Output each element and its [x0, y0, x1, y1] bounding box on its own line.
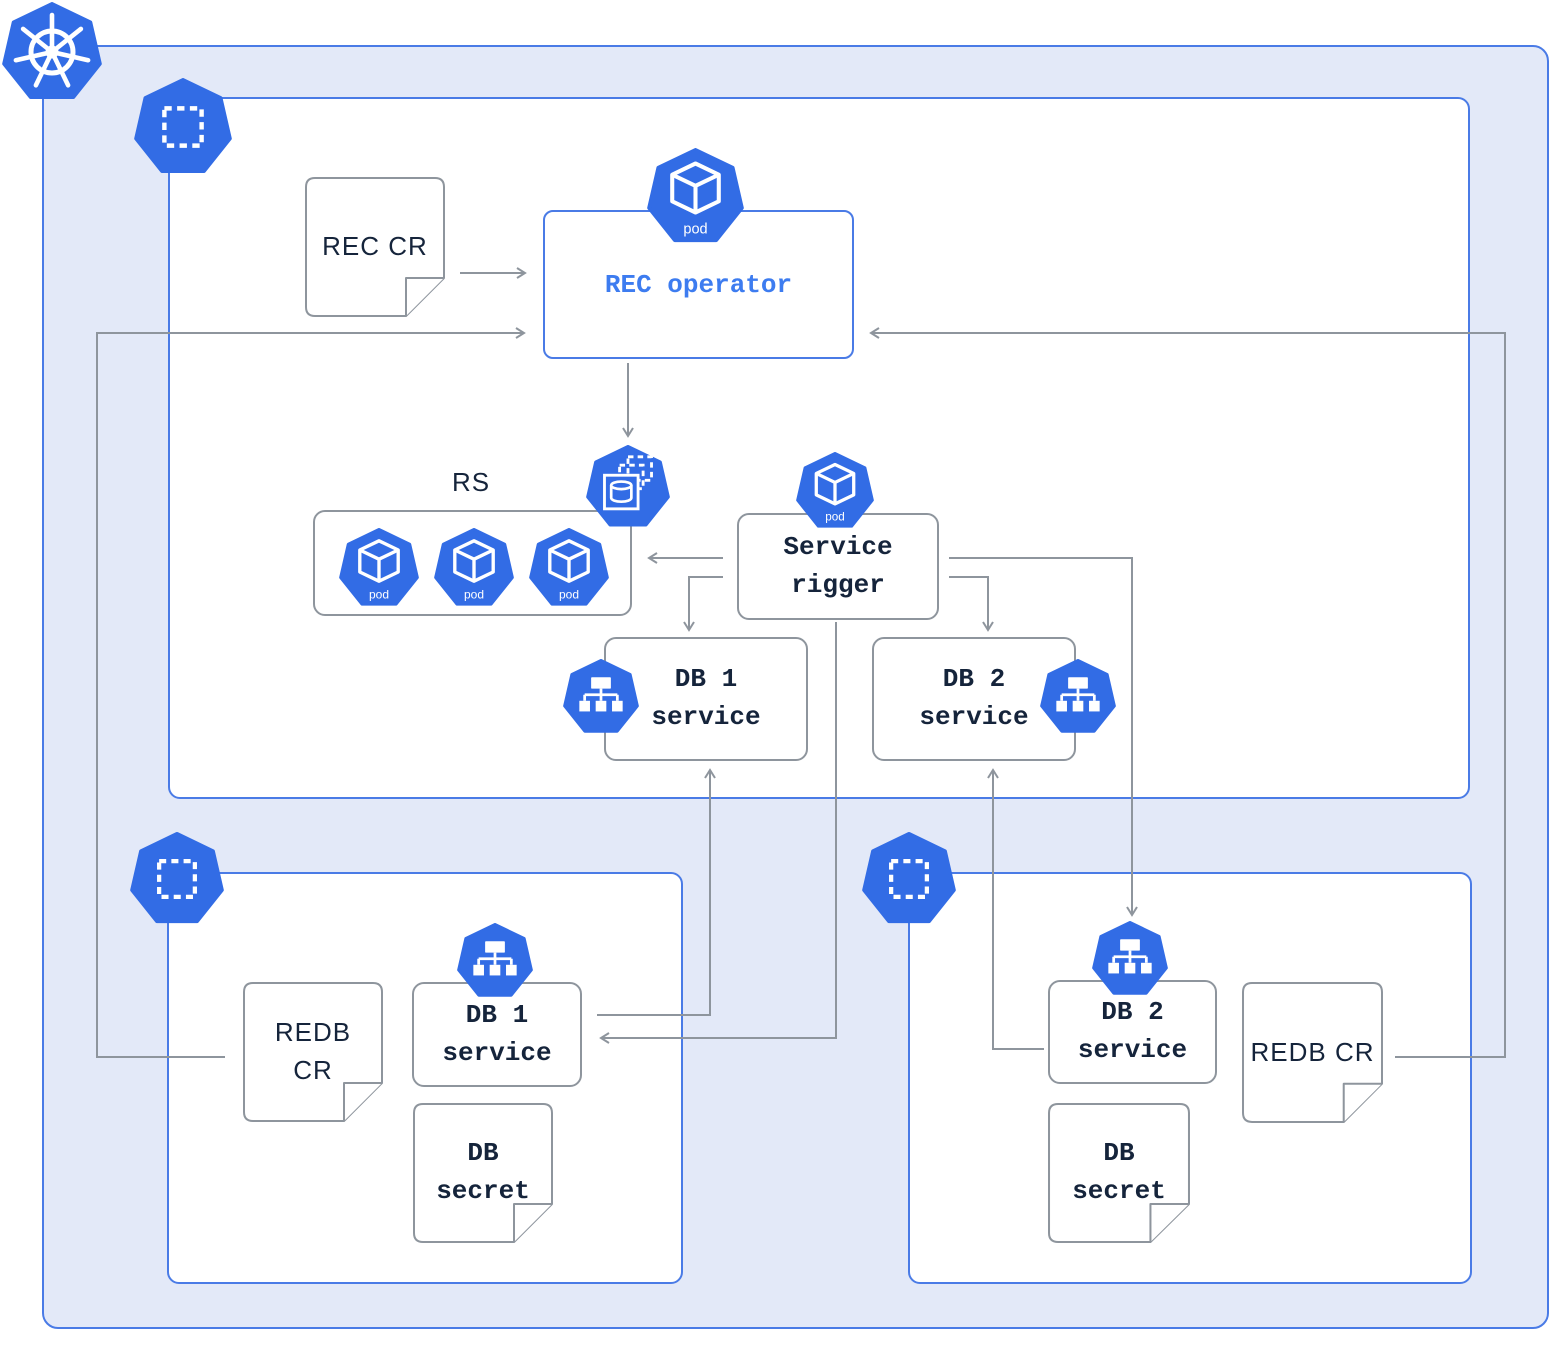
arrow-service-rigger-to-db2-service — [949, 576, 994, 632]
db1-service-ns-box: DB 1 service — [412, 982, 582, 1087]
redb-cr-label: REDB CR — [274, 1017, 352, 1085]
pod-icon-label: pod — [464, 587, 484, 601]
rec-cr-label: REC CR — [322, 231, 428, 262]
arrow-db2-service-ns-to-db2-service — [987, 768, 1044, 1050]
replicaset-group-label: RS — [431, 466, 511, 500]
db2-service-ns-box: DB 2 service — [1048, 980, 1217, 1084]
rec-cr-note: REC CR — [305, 177, 445, 317]
pod-icon-label: pod — [559, 587, 579, 601]
note-outline — [243, 982, 383, 1122]
pod-icon: pod — [647, 148, 744, 245]
arrow-service-rigger-to-db1-service — [683, 576, 723, 632]
db-secret-note: DB secret — [1048, 1103, 1190, 1243]
db1-service-box: DB 1 service — [604, 637, 808, 761]
redb-cr-label: REDB CR — [1250, 1036, 1375, 1067]
arrow-service-rigger-to-db1-namespace — [599, 622, 837, 1044]
db1-service-ns-label: DB 1 service — [442, 999, 552, 1068]
pod-icon: pod — [434, 528, 514, 608]
pod-icon-label: pod — [369, 587, 389, 601]
redb-cr-note: REDB CR — [243, 982, 383, 1122]
rs-label: RS — [451, 467, 491, 498]
rec-operator-label: REC operator — [604, 269, 793, 300]
db-secret-note: DB secret — [413, 1103, 553, 1243]
note-outline — [305, 177, 445, 317]
service-icon — [563, 659, 639, 735]
arrow-redb-cr-right-to-rec-operator — [869, 327, 1506, 1058]
db2-service-label: DB 2 service — [919, 664, 1029, 732]
note-outline — [413, 1103, 553, 1243]
pod-icon-label: pod — [683, 221, 707, 237]
namespace-icon — [130, 832, 224, 926]
service-icon — [1092, 921, 1168, 997]
arrow-service-rigger-to-db2-namespace — [949, 557, 1138, 917]
namespace-icon — [134, 78, 232, 176]
service-icon — [457, 923, 533, 999]
pod-icon: pod — [796, 452, 874, 530]
note-outline — [1242, 982, 1383, 1123]
pod-icon-label: pod — [825, 511, 845, 524]
namespace-icon — [862, 832, 956, 926]
note-outline — [1048, 1103, 1190, 1243]
db-secret-label: DB secret — [436, 1138, 530, 1206]
arrow-db1-service-ns-to-db1-service — [597, 768, 716, 1016]
service-icon — [1040, 659, 1116, 735]
redb-cr-note: REDB CR — [1242, 982, 1383, 1123]
pod-icon: pod — [339, 528, 419, 608]
replicaset-icon — [586, 445, 670, 529]
db-secret-label: DB secret — [1072, 1138, 1166, 1206]
db1-service-label: DB 1 service — [651, 664, 761, 732]
arrow-redb-cr-left-to-rec-operator — [96, 327, 526, 1058]
db2-service-ns-label: DB 2 service — [1077, 997, 1188, 1065]
pod-icon: pod — [529, 528, 609, 608]
kubernetes-logo-icon — [2, 2, 102, 102]
service-rigger-label: Service rigger — [783, 531, 893, 600]
